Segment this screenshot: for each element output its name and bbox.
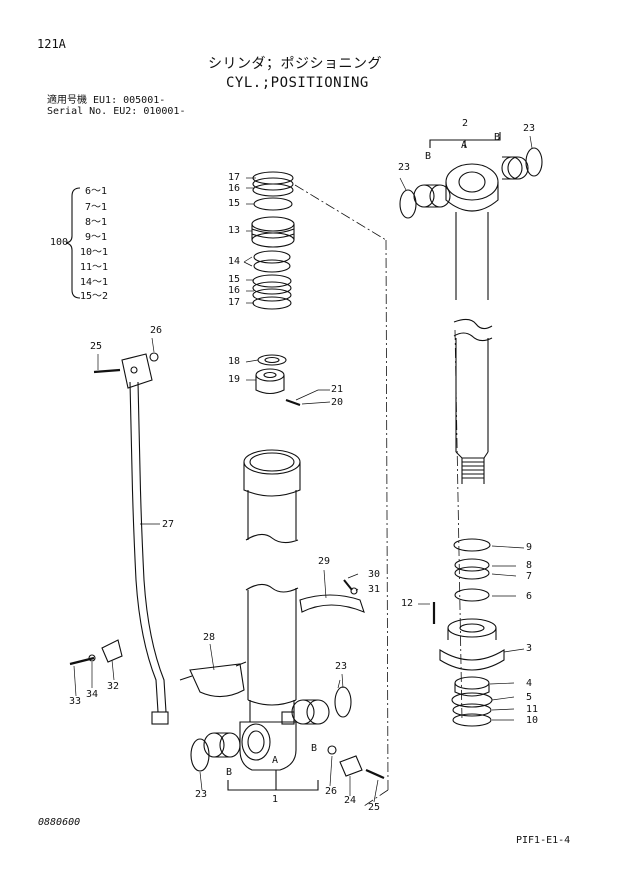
callout-15: 15 <box>228 274 241 285</box>
callout-17: 17 <box>228 297 241 308</box>
callout-24: 24 <box>344 795 357 806</box>
callout-31: 31 <box>368 584 381 595</box>
callout-34: 34 <box>86 689 99 700</box>
clamp-28 <box>189 663 245 698</box>
callout-8: 8 <box>526 560 533 571</box>
label-B-bottom-left: B <box>226 767 233 778</box>
callout-28: 28 <box>203 632 216 643</box>
label-B-top-left: B <box>425 151 432 162</box>
kit-item: 6～1 <box>85 186 108 197</box>
callout-26: 26 <box>325 786 338 797</box>
kit-brace <box>65 187 81 299</box>
callout-30: 30 <box>368 569 381 580</box>
callout-4: 4 <box>526 678 533 689</box>
kit-item: 8～1 <box>85 217 108 228</box>
callout-17: 17 <box>228 172 241 183</box>
callout-13: 13 <box>228 225 241 236</box>
callout-23: 23 <box>523 123 536 134</box>
label-B-top-right: B <box>494 132 501 143</box>
callout-7: 7 <box>526 571 533 582</box>
callout-16: 16 <box>228 183 241 194</box>
document-number: 0880600 <box>38 817 81 828</box>
seal-9 <box>453 538 491 552</box>
serial-line-1: 適用号機 EU1: 005001- <box>47 95 166 106</box>
label-A-bottom: A <box>272 755 279 766</box>
callout-21: 21 <box>331 384 344 395</box>
callout-11: 11 <box>526 704 539 715</box>
nut-19 <box>255 368 285 395</box>
kit-item: 11～1 <box>80 262 109 273</box>
kit-item: 15～2 <box>80 291 109 302</box>
callout-25: 25 <box>368 802 381 813</box>
page-code: 121A <box>37 37 66 51</box>
label-A-top: A <box>461 140 468 151</box>
serial-line-2: Serial No. EU2: 010001- <box>47 106 186 117</box>
bushing-bottom-left <box>203 732 241 758</box>
bushing-top-right <box>501 156 529 180</box>
callout-3: 3 <box>526 643 533 654</box>
piston-rod-2 <box>445 163 499 484</box>
callout-10: 10 <box>526 715 539 726</box>
seal-23-top-right <box>525 147 543 177</box>
callout-14: 14 <box>228 256 241 267</box>
callout-2: 2 <box>462 118 469 129</box>
cylinder-tube-1 <box>239 449 301 771</box>
seal-23-bottom-right <box>334 686 352 718</box>
callout-5: 5 <box>526 692 533 703</box>
callout-18: 18 <box>228 356 241 367</box>
kit-item: 14～1 <box>80 277 109 288</box>
bushing-4 <box>454 676 490 690</box>
title-japanese: シリンダ；ポジショニング <box>208 56 382 72</box>
piston-seal-stack <box>251 171 295 310</box>
callout-27: 27 <box>162 519 175 530</box>
callout-23: 23 <box>195 789 208 800</box>
seal-6 <box>454 588 490 602</box>
callout-9: 9 <box>526 542 533 553</box>
callout-19: 19 <box>228 374 241 385</box>
callout-23: 23 <box>398 162 411 173</box>
pipe-27 <box>121 353 169 725</box>
callout-20: 20 <box>331 397 344 408</box>
kit-item: 9～1 <box>85 232 108 243</box>
kit-number: 100 <box>50 237 69 248</box>
callout-33: 33 <box>69 696 82 707</box>
callout-15: 15 <box>228 198 241 209</box>
callout-12: 12 <box>401 598 414 609</box>
seal-23-bottom-left <box>190 738 210 772</box>
label-B-bottom-right: B <box>311 743 318 754</box>
title-english: CYL.;POSITIONING <box>226 75 369 91</box>
callout-29: 29 <box>318 556 331 567</box>
callout-23: 23 <box>335 661 348 672</box>
clip-32 <box>101 639 123 663</box>
callout-1: 1 <box>272 794 279 805</box>
cylinder-head-3 <box>439 618 505 671</box>
callout-6: 6 <box>526 591 533 602</box>
bracket-24 <box>339 755 363 777</box>
callout-26: 26 <box>150 325 163 336</box>
page-reference: PIF1-E1-4 <box>516 835 571 846</box>
callout-16: 16 <box>228 285 241 296</box>
washer-18 <box>257 354 287 366</box>
bushing-bottom-right <box>291 699 330 725</box>
callout-32: 32 <box>107 681 120 692</box>
kit-item: 10～1 <box>80 247 109 258</box>
seal-23-top-left <box>399 189 417 219</box>
bushing-top-left <box>413 184 451 208</box>
callout-25: 25 <box>90 341 103 352</box>
kit-item: 7～1 <box>85 202 108 213</box>
clamp-band-29 <box>299 594 365 613</box>
